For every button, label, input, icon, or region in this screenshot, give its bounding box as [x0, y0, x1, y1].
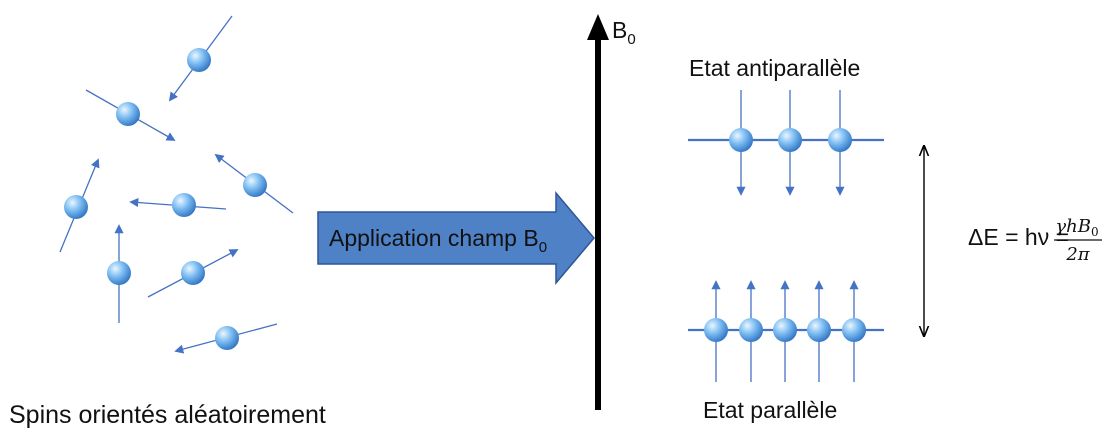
spin-random: [214, 153, 294, 214]
energy-formula-numerator: γhB0: [1055, 216, 1098, 239]
application-arrow: Application champ B0: [317, 190, 595, 286]
spin-up: [807, 280, 831, 382]
application-arrow-label: Application champ B0: [329, 225, 547, 256]
antiparallel-label: Etat antiparallèle: [689, 55, 860, 81]
spin-up: [773, 280, 797, 382]
spin-random: [85, 89, 176, 141]
spin-random: [168, 15, 233, 102]
b0-axis-label: B0: [612, 17, 636, 48]
spin-down: [729, 90, 753, 196]
spin-random: [174, 323, 278, 354]
b0-axis: B0: [587, 14, 636, 410]
random-spins: [59, 15, 294, 354]
antiparallel-level: [688, 90, 884, 196]
spin-random: [147, 249, 239, 298]
spin-up: [739, 280, 763, 382]
spin-random: [129, 193, 227, 217]
energy-formula: ΔE = hν = γhB0 2π: [968, 216, 1102, 265]
spin-random: [59, 158, 100, 253]
spin-down: [778, 90, 802, 196]
energy-formula-lhs: ΔE = hν =: [968, 224, 1069, 250]
energy-formula-denominator: 2π: [1065, 244, 1090, 265]
spin-up: [842, 280, 866, 382]
parallel-label: Etat parallèle: [703, 397, 837, 423]
spin-up: [704, 280, 728, 382]
random-spins-caption: Spins orientés aléatoirement: [9, 401, 326, 429]
spin-random: [107, 224, 131, 323]
spin-down: [828, 90, 852, 196]
parallel-level: [688, 280, 884, 382]
